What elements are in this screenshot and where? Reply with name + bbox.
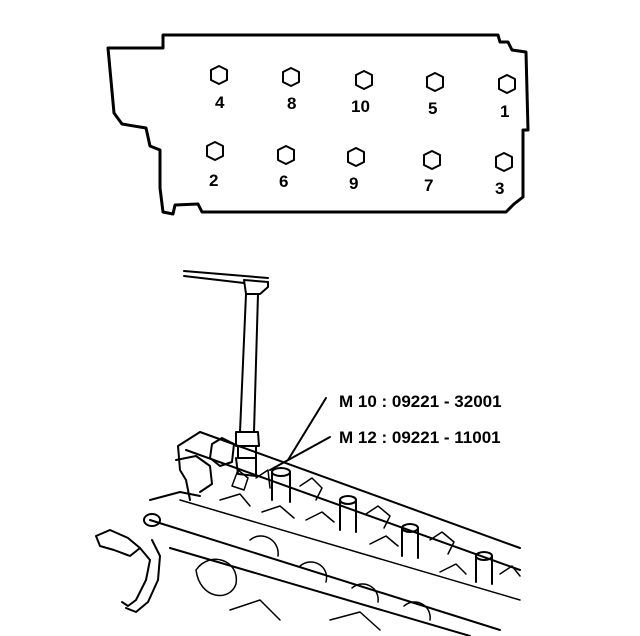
bolt-number-bottom-4: 7 bbox=[424, 176, 433, 195]
head-bolt-tower-4 bbox=[475, 551, 493, 585]
bolt-number-bottom-5: 3 bbox=[495, 179, 504, 198]
head-bolt-tower-2 bbox=[339, 495, 357, 533]
bolt-hex-bottom-3 bbox=[347, 147, 365, 167]
bolt-number-bottom-1: 2 bbox=[209, 171, 218, 190]
bolt-number-top-2: 8 bbox=[287, 94, 296, 113]
bolt-number-top-5: 1 bbox=[500, 102, 509, 121]
tool-callout-m10: M 10 : 09221 - 32001 bbox=[339, 392, 502, 411]
socket-on-bolt-icon bbox=[209, 437, 257, 477]
head-bolt-tower-3 bbox=[401, 523, 419, 559]
bolt-hex-bottom-4 bbox=[423, 150, 441, 170]
bolt-hex-bottom-2 bbox=[277, 145, 295, 165]
bolt-number-bottom-3: 9 bbox=[349, 174, 358, 193]
head-bolt-tower-1 bbox=[271, 467, 291, 503]
callout-leader-lines bbox=[269, 397, 331, 471]
bolt-hex-top-5 bbox=[498, 74, 516, 94]
bolt-hex-top-2 bbox=[282, 67, 300, 87]
tool-callout-m12: M 12 : 09221 - 11001 bbox=[339, 428, 501, 447]
bolt-hex-top-4 bbox=[426, 72, 444, 92]
bolt-hex-top-3 bbox=[355, 70, 373, 90]
bolt-number-top-3: 10 bbox=[351, 97, 370, 116]
valve-train-details bbox=[219, 469, 521, 577]
bolt-number-bottom-2: 6 bbox=[279, 172, 288, 191]
cylinder-head-outline bbox=[106, 33, 530, 216]
engine-cylinder-head-icon bbox=[95, 431, 521, 636]
socket-extension-icon bbox=[235, 293, 260, 459]
wrench-handle-icon bbox=[183, 270, 269, 295]
bolt-number-top-1: 4 bbox=[215, 93, 225, 112]
bolt-number-top-4: 5 bbox=[428, 99, 437, 118]
bolt-hex-bottom-5 bbox=[495, 152, 513, 172]
bolt-hex-bottom-1 bbox=[206, 141, 224, 161]
bolt-hex-top-1 bbox=[210, 65, 228, 85]
